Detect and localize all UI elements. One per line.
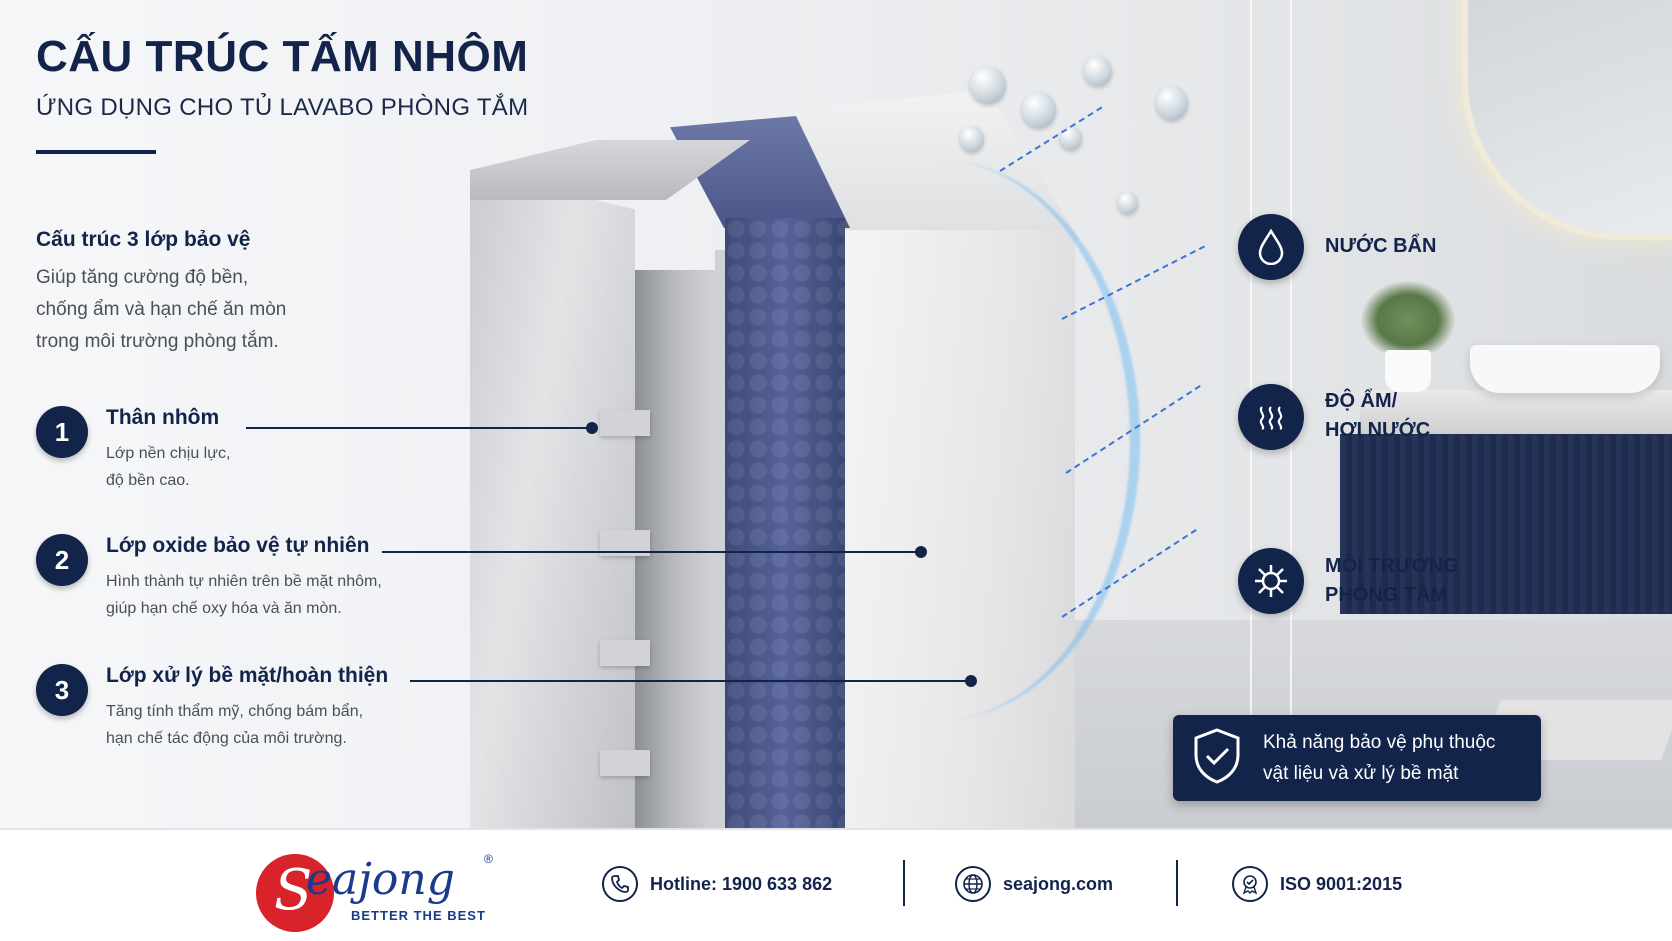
plant-pot — [1385, 350, 1431, 392]
note-line: Khả năng bảo vệ phụ thuộc — [1263, 732, 1496, 753]
logo-initial: S — [274, 858, 313, 923]
water-drop — [1022, 92, 1056, 128]
note-line: vật liệu và xử lý bề mặt — [1263, 763, 1459, 784]
water-shield-arc — [940, 160, 1140, 720]
layer-number-badge: 2 — [36, 534, 88, 586]
protection-note-text: Khả năng bảo vệ phụ thuộc vật liệu và xử… — [1263, 727, 1495, 789]
hotline-text: Hotline: 1900 633 862 — [650, 873, 833, 894]
layer-title: Lớp oxide bảo vệ tự nhiên — [106, 534, 370, 557]
intro-line: trong môi trường phòng tắm. — [36, 331, 279, 352]
layer-description: Tăng tính thẩm mỹ, chống bám bẩn, hạn ch… — [106, 698, 363, 752]
phone-icon — [602, 866, 638, 902]
water-drop-icon — [1238, 214, 1304, 280]
page-title: CẤU TRÚC TẤM NHÔM — [36, 32, 529, 81]
layer-desc-line: Hình thành tự nhiên trên bề mặt nhôm, — [106, 573, 382, 590]
footer-divider — [903, 860, 905, 906]
registered-mark: ® — [484, 852, 493, 866]
threat-label-humidity: ĐỘ ẨM/ HƠI NƯỚC — [1325, 387, 1430, 445]
water-drop — [1084, 56, 1112, 86]
threat-line: HƠI NƯỚC — [1325, 419, 1431, 441]
threat-line: PHÒNG TẮM — [1325, 584, 1448, 606]
water-drop — [970, 66, 1006, 104]
intro-line: Giúp tăng cường độ bền, — [36, 267, 249, 288]
certification-text: ISO 9001:2015 — [1280, 873, 1403, 894]
hotline[interactable]: Hotline: 1900 633 862 — [602, 866, 832, 902]
title-divider — [36, 150, 156, 154]
logo-tagline: BETTER THE BEST — [351, 908, 486, 923]
water-drop — [1060, 126, 1082, 150]
layer-desc-line: Lớp nền chịu lực, — [106, 445, 231, 462]
footer: S eajong ® BETTER THE BEST Hotline: 1900… — [0, 828, 1672, 941]
layer-leader-dot — [915, 546, 927, 558]
layer-leader-dot — [965, 675, 977, 687]
shield-check-icon — [1191, 727, 1243, 790]
layer-desc-line: giúp hạn chế oxy hóa và ăn mòn. — [106, 600, 342, 617]
seajong-logo: S eajong ® BETTER THE BEST — [256, 846, 506, 932]
aluminum-rib — [600, 640, 650, 666]
water-drop — [1118, 192, 1138, 214]
intro-heading: Cấu trúc 3 lớp bảo vệ — [36, 228, 251, 251]
certification: ISO 9001:2015 — [1232, 866, 1402, 902]
threat-label-bathroom-env: MÔI TRƯỜNG PHÒNG TẮM — [1325, 552, 1459, 610]
intro-line: chống ẩm và hạn chế ăn mòn — [36, 299, 287, 320]
vanity-cabinet — [1340, 434, 1672, 614]
footer-divider — [1176, 860, 1178, 906]
threat-line: MÔI TRƯỜNG — [1325, 555, 1459, 577]
layer-leader-dot — [586, 422, 598, 434]
layer-number-badge: 3 — [36, 664, 88, 716]
oxide-layer — [725, 218, 845, 828]
website-link[interactable]: seajong.com — [955, 866, 1113, 902]
threat-line: NƯỚC BẨN — [1325, 235, 1437, 257]
layer-description: Lớp nền chịu lực, độ bền cao. — [106, 440, 230, 494]
layer-leader-line — [246, 427, 590, 429]
protection-note: Khả năng bảo vệ phụ thuộc vật liệu và xử… — [1173, 715, 1541, 801]
round-mirror — [1462, 0, 1672, 240]
steam-icon — [1238, 384, 1304, 450]
threat-line: ĐỘ ẨM/ — [1325, 390, 1398, 412]
water-drop — [1156, 86, 1188, 120]
glass-partition — [1290, 0, 1292, 760]
hero-illustration: CẤU TRÚC TẤM NHÔM ỨNG DỤNG CHO TỦ LAVABO… — [0, 0, 1672, 828]
layer-desc-line: Tăng tính thẩm mỹ, chống bám bẩn, — [106, 703, 364, 720]
bacteria-icon — [1238, 548, 1304, 614]
layer-leader-line — [410, 680, 968, 682]
layer-title: Lớp xử lý bề mặt/hoàn thiện — [106, 664, 389, 687]
globe-icon — [955, 866, 991, 902]
logo-circle — [256, 854, 334, 932]
water-drop — [960, 126, 984, 152]
plant — [1360, 280, 1456, 360]
layer-title: Thân nhôm — [106, 406, 220, 429]
layer-leader-line — [382, 551, 922, 553]
aluminum-rib — [600, 750, 650, 776]
glass-partition — [1250, 0, 1252, 760]
vanity-countertop — [1360, 390, 1672, 434]
wash-basin — [1470, 345, 1660, 393]
certificate-badge-icon — [1232, 866, 1268, 902]
layer-desc-line: hạn chế tác động của môi trường. — [106, 730, 347, 747]
layer-number-badge: 1 — [36, 406, 88, 458]
aluminum-rib — [600, 410, 650, 436]
layer-description: Hình thành tự nhiên trên bề mặt nhôm, gi… — [106, 568, 382, 622]
website-text: seajong.com — [1003, 873, 1114, 894]
aluminum-cap — [715, 250, 725, 828]
logo-wordmark: eajong — [306, 854, 455, 905]
intro-text: Giúp tăng cường độ bền, chống ẩm và hạn … — [36, 262, 356, 358]
aluminum-body — [470, 170, 635, 828]
page-subtitle: ỨNG DỤNG CHO TỦ LAVABO PHÒNG TẮM — [36, 94, 529, 121]
threat-label-dirty-water: NƯỚC BẨN — [1325, 232, 1436, 261]
layer-desc-line: độ bền cao. — [106, 472, 190, 489]
